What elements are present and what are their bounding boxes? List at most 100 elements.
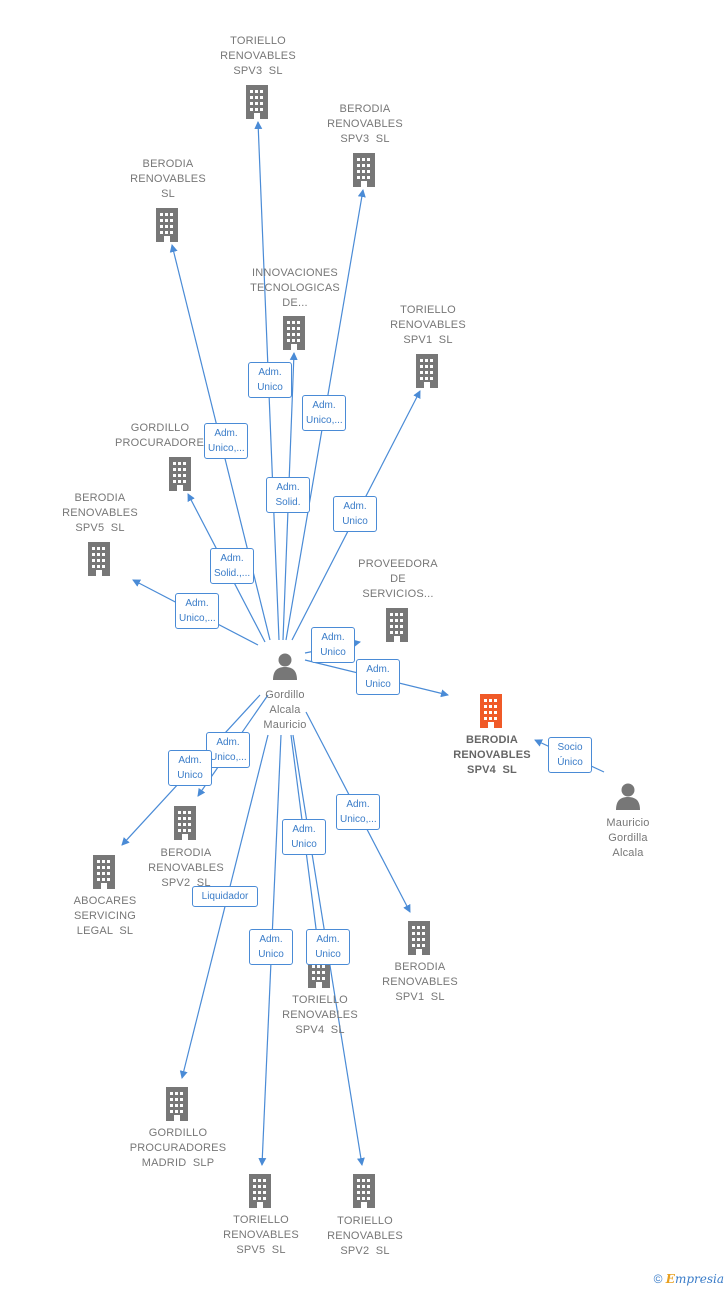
edge-label-berodia-spv3[interactable]: Adm.Unico,...	[302, 395, 346, 431]
node-label-line: PROCURADORES	[129, 1142, 227, 1154]
building-icon-berodia-sl[interactable]	[154, 208, 180, 247]
node-label-line: GORDILLO	[148, 1127, 208, 1139]
edge-label-proveedora[interactable]: Adm.Unico	[311, 627, 355, 663]
edge-label-line: Adm.	[185, 598, 209, 609]
node-label-line: PROVEEDORA	[358, 558, 438, 570]
building-icon-berodia-spv1[interactable]	[406, 921, 432, 960]
edge-label-line: Unico,...	[340, 814, 377, 825]
edge-label-line: Unico	[365, 679, 391, 690]
node-label-abocares[interactable]: ABOCARES SERVICING LEGAL SL	[45, 894, 165, 939]
node-label-line: SPV2 SL	[340, 1245, 390, 1257]
node-label-line: TORIELLO	[337, 1215, 393, 1227]
node-label-line: TORIELLO	[292, 994, 348, 1006]
node-label-line: SL	[161, 188, 175, 200]
building-icon-proveedora[interactable]	[384, 608, 410, 647]
edge-label-innovaciones[interactable]: Adm.Solid.	[266, 477, 310, 513]
node-label-line: BERODIA	[74, 492, 126, 504]
node-label-line: TORIELLO	[400, 304, 456, 316]
edge-label-toriello-spv5[interactable]: Adm.Unico	[249, 929, 293, 965]
node-label-line: RENOVABLES	[327, 118, 403, 130]
building-icon-toriello-spv3[interactable]	[244, 85, 270, 124]
edge-label-line: Socio	[557, 742, 583, 753]
building-icon-toriello-spv2[interactable]	[351, 1174, 377, 1213]
node-label-line: LEGAL SL	[76, 925, 134, 937]
node-label-line: BERODIA	[339, 103, 391, 115]
node-label-line: Alcala	[269, 704, 301, 716]
edge-label-toriello-spv2[interactable]: Adm.Unico	[306, 929, 350, 965]
node-label-line: SERVICING	[73, 910, 137, 922]
edge-label-toriello-spv4[interactable]: Adm.Unico	[282, 819, 326, 855]
node-label-line: Mauricio	[606, 817, 650, 829]
node-label-line: SPV4 SL	[467, 764, 517, 776]
building-icon-abocares[interactable]	[91, 855, 117, 894]
edge-label-berodia-spv5[interactable]: Adm. Unico,...	[175, 593, 219, 629]
edge-label-toriello-spv3[interactable]: Adm.Unico	[248, 362, 292, 398]
person-icon-center[interactable]	[271, 652, 299, 685]
edge-label-line: Unico,...	[210, 752, 247, 763]
node-label-line: MADRID SLP	[141, 1157, 215, 1169]
building-icon-toriello-spv1[interactable]	[414, 354, 440, 393]
edge-label-abocares[interactable]: Adm.Unico	[168, 750, 212, 786]
edge-label-line: Adm.	[220, 553, 244, 564]
edge-label-line: Unico,...	[306, 415, 343, 426]
edge-label-berodia-spv2[interactable]: Adm.Unico,...	[206, 732, 250, 768]
node-label-line: SPV1 SL	[395, 991, 445, 1003]
edge-label-gordillo-procuradores-top[interactable]: Adm. Solid.,...	[210, 548, 254, 584]
node-label-gordillo-madrid[interactable]: GORDILLO PROCURADORES MADRID SLP	[118, 1126, 238, 1171]
edge-label-berodia-sl[interactable]: Adm.Unico,...	[204, 423, 248, 459]
node-label-line: SPV3 SL	[340, 133, 390, 145]
edge-label-line: Unico,...	[179, 613, 216, 624]
node-label-line: ABOCARES	[73, 895, 137, 907]
edge-label-line: Unico,...	[208, 443, 245, 454]
node-label-line: Alcala	[612, 847, 644, 859]
node-label-line: Gordillo	[265, 689, 305, 701]
person-icon-mauricio[interactable]	[614, 782, 642, 815]
building-icon-berodia-spv5[interactable]	[86, 542, 112, 581]
brand-logo[interactable]: Empresia	[665, 1272, 724, 1286]
building-icon-berodia-spv3[interactable]	[351, 153, 377, 192]
edge-label-line: Solid.,...	[214, 568, 251, 579]
building-icon-berodia-spv4[interactable]	[478, 694, 504, 733]
node-label-line: RENOVABLES	[282, 1009, 358, 1021]
node-label-line: TORIELLO	[233, 1214, 289, 1226]
edge-label-gordillo-madrid[interactable]: Liquidador	[192, 886, 258, 907]
node-label-line: DE...	[282, 297, 308, 309]
building-icon-gordillo-madrid[interactable]	[164, 1087, 190, 1126]
edge-label-line: Único	[557, 757, 583, 768]
building-icon-innovaciones[interactable]	[281, 316, 307, 355]
edge-label-line: Adm.	[276, 482, 300, 493]
node-label-line: RENOVABLES	[130, 173, 206, 185]
node-label-line: TECNOLOGICAS	[250, 282, 340, 294]
node-label-line: GORDILLO	[130, 422, 190, 434]
edge-label-line: Adm.	[321, 632, 345, 643]
node-label-line: SPV5 SL	[236, 1244, 286, 1256]
node-label-berodia-spv3[interactable]: BERODIA RENOVABLES SPV3 SL	[305, 102, 425, 147]
node-label-line: Mauricio	[263, 719, 307, 731]
building-icon-berodia-spv2[interactable]	[172, 806, 198, 845]
building-icon-toriello-spv5[interactable]	[247, 1174, 273, 1213]
node-label-line: RENOVABLES	[453, 749, 531, 761]
edge-label-berodia-spv1[interactable]: Adm.Unico,...	[336, 794, 380, 830]
node-label-line: RENOVABLES	[148, 862, 224, 874]
edge-label-toriello-spv1[interactable]: Adm.Unico	[333, 496, 377, 532]
building-icon-gordillo-procuradores-top[interactable]	[167, 457, 193, 496]
edge-label-berodia-spv4[interactable]: Adm.Unico	[356, 659, 400, 695]
edge-label-line: Adm.	[258, 367, 282, 378]
node-label-line: Gordilla	[608, 832, 648, 844]
